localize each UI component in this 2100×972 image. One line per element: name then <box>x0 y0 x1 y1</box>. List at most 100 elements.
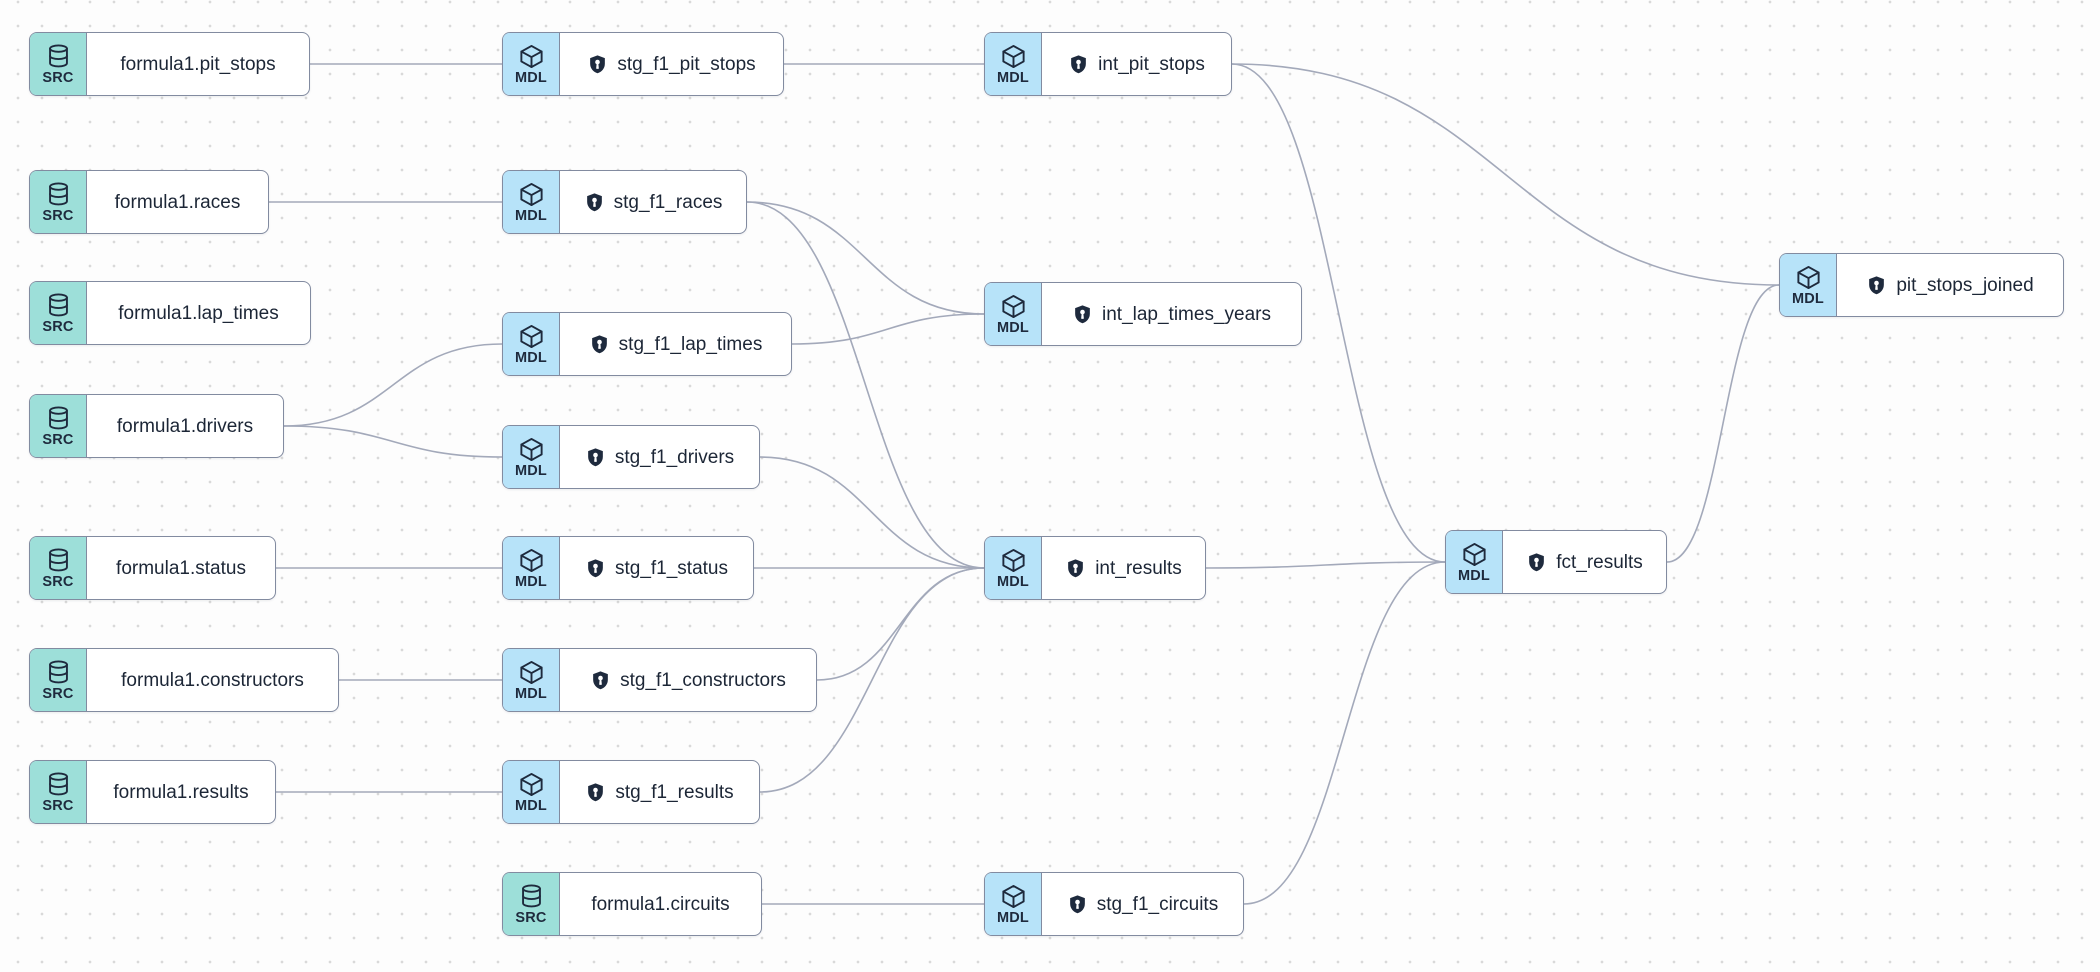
database-icon <box>45 547 72 574</box>
node-body: fct_results <box>1503 531 1666 593</box>
database-icon <box>45 292 72 319</box>
cube-icon <box>518 659 545 686</box>
database-icon <box>45 405 72 432</box>
edge-stg_f1_results-to-int_results <box>759 567 985 793</box>
node-label: formula1.status <box>116 557 246 579</box>
shield-icon <box>589 334 610 355</box>
node-formula1.races[interactable]: SRC formula1.races <box>29 170 269 234</box>
edge-stg_f1_drivers-to-int_results <box>759 456 985 569</box>
node-type-badge: MDL <box>1446 531 1503 593</box>
cube-icon <box>1000 547 1027 574</box>
shield-icon <box>1068 54 1089 75</box>
edge-stg_f1_constructors-to-int_results <box>816 567 985 681</box>
node-label: formula1.constructors <box>121 669 304 691</box>
badge-label: SRC <box>42 685 74 702</box>
node-body: int_results <box>1042 537 1205 599</box>
cube-icon <box>1461 541 1488 568</box>
database-icon <box>518 883 545 910</box>
node-type-badge: MDL <box>503 537 560 599</box>
node-body: stg_f1_races <box>560 171 746 233</box>
node-label: formula1.pit_stops <box>120 53 276 75</box>
shield-icon <box>1065 558 1086 579</box>
database-icon <box>45 659 72 686</box>
edge-stg_f1_races-to-int_results <box>746 201 985 569</box>
node-formula1.results[interactable]: SRC formula1.results <box>29 760 276 824</box>
shield-icon <box>590 670 611 691</box>
cube-icon <box>518 547 545 574</box>
node-label: stg_f1_results <box>615 781 734 803</box>
node-formula1.constructors[interactable]: SRC formula1.constructors <box>29 648 339 712</box>
badge-label: MDL <box>514 797 547 814</box>
node-type-badge: MDL <box>503 761 560 823</box>
node-label: formula1.races <box>114 191 241 213</box>
badge-label: SRC <box>42 573 74 590</box>
node-body: formula1.pit_stops <box>87 33 309 95</box>
node-type-badge: MDL <box>985 873 1042 935</box>
node-type-badge: SRC <box>30 761 87 823</box>
node-type-badge: SRC <box>30 33 87 95</box>
badge-label: SRC <box>42 207 74 224</box>
node-type-badge: SRC <box>503 873 560 935</box>
shield-icon <box>1072 304 1093 325</box>
shield-icon <box>585 558 606 579</box>
edge-fct_results-to-pit_stops_joined <box>1666 284 1780 563</box>
node-body: stg_f1_pit_stops <box>560 33 783 95</box>
edge-stg_f1_circuits-to-fct_results <box>1243 561 1446 905</box>
badge-label: MDL <box>996 573 1029 590</box>
cube-icon <box>1000 293 1027 320</box>
node-type-badge: MDL <box>503 313 560 375</box>
node-body: int_lap_times_years <box>1042 283 1301 345</box>
shield-icon <box>1866 275 1887 296</box>
edge-formula1.drivers-to-stg_f1_drivers <box>283 425 503 458</box>
cube-icon <box>518 436 545 463</box>
cube-icon <box>518 181 545 208</box>
node-stg_f1_circuits[interactable]: MDL stg_f1_circuits <box>984 872 1244 936</box>
node-body: formula1.constructors <box>87 649 338 711</box>
badge-label: MDL <box>996 69 1029 86</box>
node-formula1.status[interactable]: SRC formula1.status <box>29 536 276 600</box>
node-stg_f1_pit_stops[interactable]: MDL stg_f1_pit_stops <box>502 32 784 96</box>
node-int_pit_stops[interactable]: MDL int_pit_stops <box>984 32 1232 96</box>
node-label: int_pit_stops <box>1098 53 1205 75</box>
badge-label: SRC <box>42 797 74 814</box>
shield-icon <box>585 447 606 468</box>
node-label: pit_stops_joined <box>1896 274 2034 296</box>
node-type-badge: MDL <box>985 33 1042 95</box>
badge-label: SRC <box>515 909 547 926</box>
cube-icon <box>518 323 545 350</box>
node-body: formula1.circuits <box>560 873 761 935</box>
node-type-badge: MDL <box>985 537 1042 599</box>
node-pit_stops_joined[interactable]: MDL pit_stops_joined <box>1779 253 2064 317</box>
shield-icon <box>587 54 608 75</box>
node-body: formula1.races <box>87 171 268 233</box>
cube-icon <box>518 771 545 798</box>
cube-icon <box>1000 43 1027 70</box>
badge-label: SRC <box>42 318 74 335</box>
node-label: stg_f1_pit_stops <box>617 53 756 75</box>
node-type-badge: SRC <box>30 649 87 711</box>
cube-icon <box>1000 883 1027 910</box>
node-int_results[interactable]: MDL int_results <box>984 536 1206 600</box>
database-icon <box>45 181 72 208</box>
node-body: stg_f1_circuits <box>1042 873 1243 935</box>
node-label: stg_f1_circuits <box>1096 893 1219 915</box>
cube-icon <box>518 43 545 70</box>
node-body: stg_f1_results <box>560 761 759 823</box>
node-formula1.pit_stops[interactable]: SRC formula1.pit_stops <box>29 32 310 96</box>
node-stg_f1_results[interactable]: MDL stg_f1_results <box>502 760 760 824</box>
node-type-badge: MDL <box>1780 254 1837 316</box>
node-body: stg_f1_drivers <box>560 426 759 488</box>
badge-label: MDL <box>514 69 547 86</box>
node-formula1.circuits[interactable]: SRC formula1.circuits <box>502 872 762 936</box>
node-label: formula1.results <box>113 781 249 803</box>
